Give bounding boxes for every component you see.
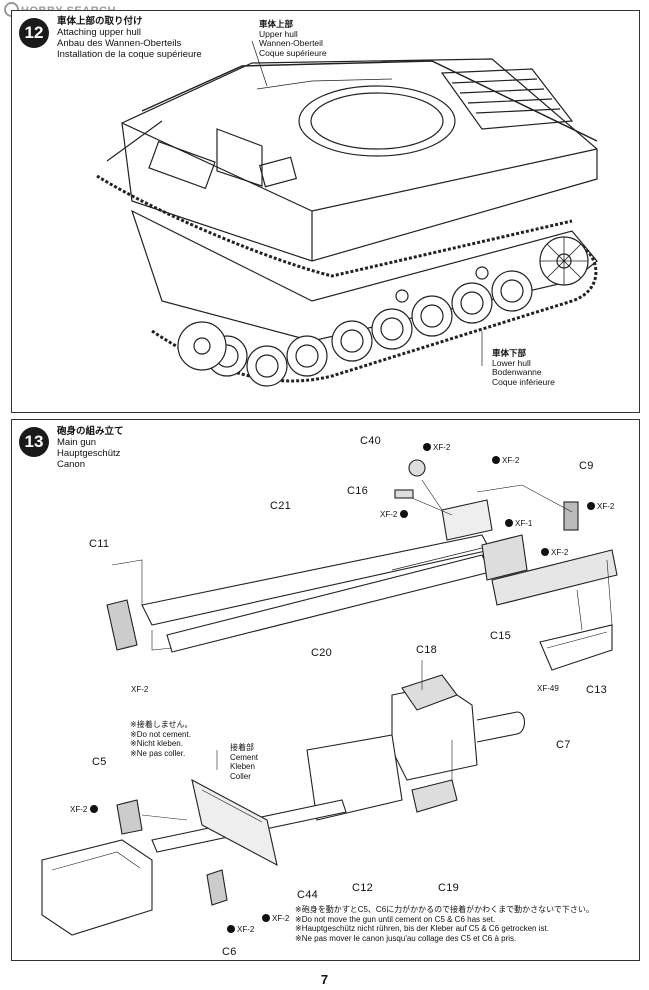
cement-fr: Coller <box>230 771 251 781</box>
no-cement-note: ※接着しません。 ※Do not cement. ※Nicht kleben. … <box>130 720 192 758</box>
paint-dot-icon <box>492 456 500 464</box>
lower-hull-de: Bodenwanne <box>492 367 542 377</box>
paint-code: XF-49 <box>537 684 559 693</box>
step-12-title-jp: 車体上部の取り付け <box>57 16 143 27</box>
paint-xf2-c5: XF-2 <box>70 805 100 814</box>
paint-dot-icon <box>423 443 431 451</box>
main-gun-assembly-drawing <box>41 459 618 936</box>
part-c19: C19 <box>438 882 460 894</box>
upper-hull-en: Upper hull <box>259 28 298 39</box>
step-12-title-en: Attaching upper hull <box>57 27 141 38</box>
footnote-de: ※Hauptgeschütz nicht rühren, bis der Kle… <box>295 924 549 933</box>
step-13-title-jp: 砲身の組み立て <box>57 426 124 437</box>
part-c20: C20 <box>311 647 333 659</box>
footnote-en: ※Do not move the gun until cement on C5 … <box>295 914 496 924</box>
upper-hull-label: 車体上部 Upper hull Wannen-Oberteil Coque su… <box>259 19 327 58</box>
paint-dot-icon <box>587 502 595 510</box>
part-c9: C9 <box>579 460 594 472</box>
part-c5: C5 <box>92 756 107 768</box>
part-c11: C11 <box>89 538 110 550</box>
part-c40: C40 <box>360 435 382 447</box>
upper-hull-jp: 車体上部 <box>259 19 294 29</box>
paint-xf2-breech: XF-2 <box>541 548 568 557</box>
lower-hull-label: 車体下部 Lower hull Bodenwanne Coque inférie… <box>492 348 555 387</box>
paint-code: XF-2 <box>551 548 569 557</box>
paint-dot-icon <box>505 519 513 527</box>
paint-xf2-c9: XF-2 <box>587 502 614 511</box>
paint-code: XF-2 <box>380 510 398 519</box>
part-c13: C13 <box>586 684 608 696</box>
lower-hull-fr: Coque inférieure <box>492 376 555 387</box>
footnote-jp: ※砲身を動かすとC5、C6に力がかかるので接着がかわくまで動かさないで下さい。 <box>295 905 594 914</box>
page-number: 7 <box>320 972 329 987</box>
part-c6: C6 <box>222 946 237 958</box>
part-c7: C7 <box>556 739 571 751</box>
cement-de: Kleben <box>230 762 255 771</box>
part-c44: C44 <box>297 889 319 901</box>
no-cement-jp: ※接着しません。 <box>130 720 193 729</box>
paint-xf2-c16: XF-2 <box>380 510 410 519</box>
step-13-title: 砲身の組み立て Main gun Hauptgeschütz Canon <box>57 426 124 470</box>
paint-dot-icon <box>399 510 408 518</box>
cement-note: 接着部 Cement Kleben Coller <box>230 743 258 781</box>
footnote: ※砲身を動かすとC5、C6に力がかかるので接着がかわくまで動かさないで下さい。 … <box>295 905 635 943</box>
paint-code: XF-2 <box>597 502 615 511</box>
lower-hull-en: Lower hull <box>492 357 531 368</box>
lower-hull-jp: 車体下部 <box>492 348 527 358</box>
paint-xf1: XF-1 <box>505 519 532 528</box>
paint-dot-icon <box>227 925 235 933</box>
upper-hull-fr: Coque supérieure <box>259 47 327 58</box>
part-c16: C16 <box>347 485 369 497</box>
paint-dot-icon <box>89 805 98 813</box>
cement-jp: 接着部 <box>230 743 254 752</box>
paint-xf2-c11: XF-2 <box>131 685 148 694</box>
paint-code: XF-2 <box>70 805 88 814</box>
paint-dot-icon <box>262 914 270 922</box>
paint-code: XF-2 <box>237 925 255 934</box>
cement-en: Cement <box>230 752 259 762</box>
part-c21: C21 <box>270 500 292 512</box>
part-c12: C12 <box>352 882 374 894</box>
paint-dot-icon <box>541 548 549 556</box>
paint-xf2-c44: XF-2 <box>262 914 289 923</box>
step-12-title-fr: Installation de la coque supérieure <box>57 49 202 60</box>
paint-code: XF-2 <box>433 443 451 452</box>
paint-xf2-c40: XF-2 <box>423 443 450 452</box>
step-12-title-de: Anbau des Wannen-Oberteils <box>57 38 182 49</box>
no-cement-fr: ※Ne pas coller. <box>130 748 186 758</box>
paint-xf49: XF-49 <box>537 684 559 693</box>
paint-xf2-c6: XF-2 <box>227 925 254 934</box>
step-13-title-en: Main gun <box>57 437 97 448</box>
no-cement-de: ※Nicht kleben. <box>130 739 183 748</box>
step-13-number: 13 <box>19 427 49 457</box>
paint-code: XF-1 <box>515 519 533 528</box>
part-c18: C18 <box>416 644 438 656</box>
paint-code: XF-2 <box>502 456 520 465</box>
paint-xf2-top: XF-2 <box>492 456 519 465</box>
paint-code: XF-2 <box>272 914 290 923</box>
footnote-fr: ※Ne pas mover le canon jusqu'au collage … <box>295 933 517 943</box>
step-13-title-de: Hauptgeschütz <box>57 448 121 459</box>
hull-assembly-drawing <box>96 40 598 387</box>
step-13-title-fr: Canon <box>57 459 85 470</box>
step-12-panel: 12 車体上部の取り付け Attaching upper hull Anbau … <box>11 10 640 413</box>
step-12-number: 12 <box>19 18 49 48</box>
paint-code: XF-2 <box>131 685 149 694</box>
step-13-panel: 13 砲身の組み立て Main gun Hauptgeschütz Canon … <box>11 419 640 961</box>
part-c15: C15 <box>490 630 512 642</box>
no-cement-en: ※Do not cement. <box>130 729 191 739</box>
step-12-title: 車体上部の取り付け Attaching upper hull Anbau des… <box>57 16 202 60</box>
upper-hull-de: Wannen-Oberteil <box>259 38 323 48</box>
